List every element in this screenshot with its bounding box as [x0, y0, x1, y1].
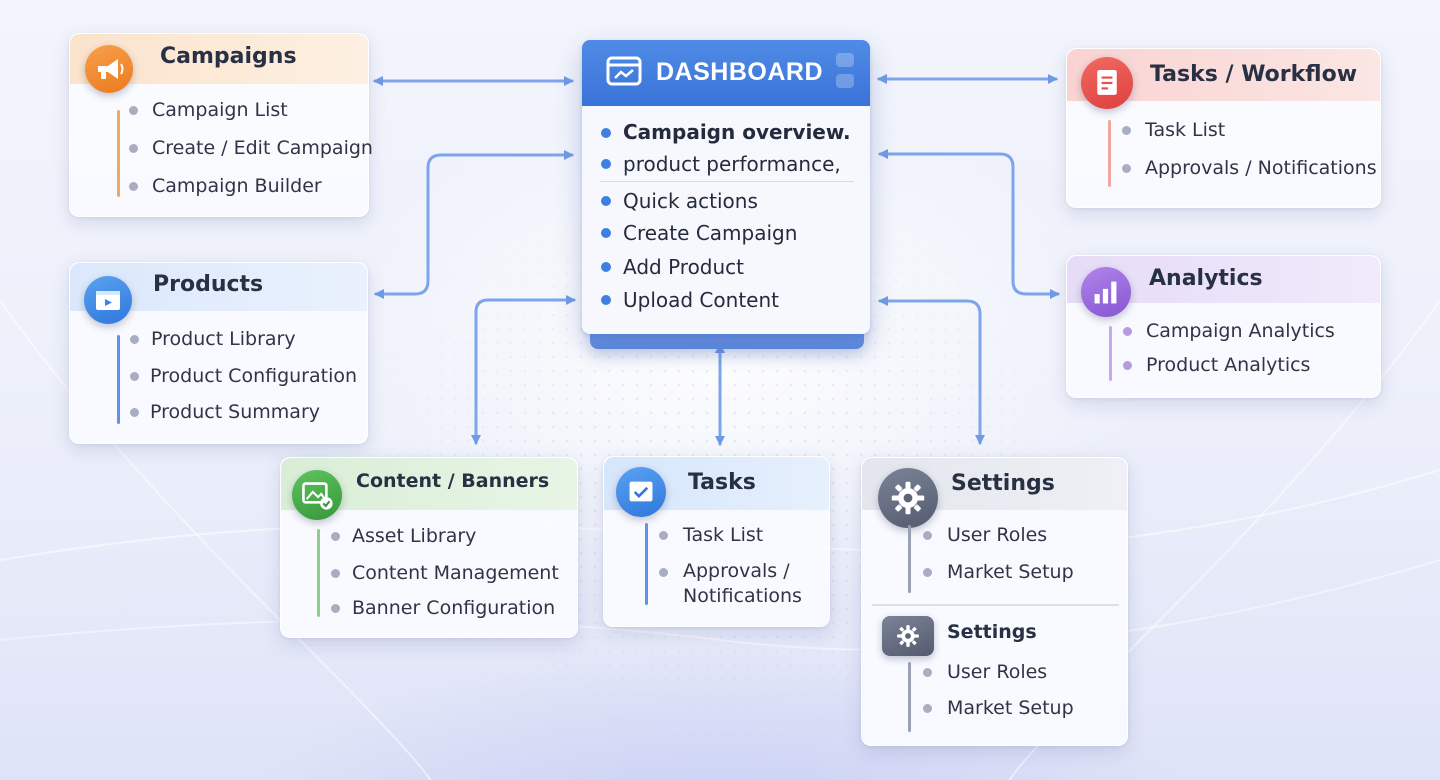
- user-roles-item[interactable]: User Roles: [947, 524, 1048, 546]
- list-bullet: [923, 668, 932, 677]
- products-card[interactable]: Products Product Library Product Configu…: [69, 262, 368, 444]
- analytics-accent-line: [1109, 326, 1112, 381]
- campaign-builder-item[interactable]: Campaign Builder: [152, 175, 322, 197]
- gear-icon: [882, 616, 934, 656]
- list-bullet: [659, 531, 668, 540]
- create-campaign-action[interactable]: Create Campaign: [623, 221, 798, 245]
- arrow-settings-dashboard: [878, 296, 985, 445]
- list-bullet: [601, 159, 611, 169]
- dashboard-header: DASHBOARD: [582, 40, 870, 106]
- list-bullet: [601, 128, 611, 138]
- arrow-content-dashboard: [471, 295, 576, 445]
- create-edit-campaign-item[interactable]: Create / Edit Campaign: [152, 137, 373, 159]
- asset-library-item[interactable]: Asset Library: [352, 525, 477, 547]
- dashboard-card[interactable]: DASHBOARD Campaign overview. product per…: [582, 40, 870, 334]
- list-bullet: [129, 144, 138, 153]
- tasks-card[interactable]: Tasks Task List Approvals / Notification…: [603, 456, 830, 627]
- tasks-workflow-card[interactable]: Tasks / Workflow Task List Approvals / N…: [1066, 48, 1381, 208]
- settings-card[interactable]: Settings User Roles Market Setup Setting…: [861, 457, 1128, 746]
- list-bullet: [130, 408, 139, 417]
- list-bullet: [601, 228, 611, 238]
- product-performance-item: product performance,: [623, 152, 841, 176]
- settings-sub-accent-line: [908, 662, 911, 732]
- settings-title: Settings: [951, 471, 1055, 496]
- list-bullet: [601, 196, 611, 206]
- market-setup-item[interactable]: Market Setup: [947, 561, 1074, 583]
- bar-chart-icon: [1081, 267, 1131, 317]
- products-title: Products: [153, 272, 264, 297]
- settings-sub-title: Settings: [947, 621, 1037, 643]
- tasks-workflow-title: Tasks / Workflow: [1150, 62, 1358, 87]
- content-accent-line: [317, 529, 320, 617]
- megaphone-icon: [85, 45, 133, 93]
- list-bullet: [601, 295, 611, 305]
- image-icon: [292, 470, 342, 520]
- analytics-title: Analytics: [1149, 266, 1263, 291]
- check-board-icon: [616, 467, 666, 517]
- workflow-task-list-item[interactable]: Task List: [1145, 119, 1226, 141]
- list-bullet: [923, 568, 932, 577]
- tasks-title: Tasks: [688, 470, 756, 495]
- task-list-item[interactable]: Task List: [683, 524, 764, 546]
- list-bullet: [331, 532, 340, 541]
- settings-divider: [872, 604, 1119, 606]
- list-bullet: [129, 182, 138, 191]
- product-analytics-item[interactable]: Product Analytics: [1146, 354, 1311, 376]
- tasks-accent-line: [645, 523, 648, 605]
- tasks-workflow-accent-line: [1108, 120, 1111, 187]
- list-bullet: [331, 569, 340, 578]
- folder-icon: [84, 276, 132, 324]
- dashboard-title: DASHBOARD: [656, 58, 823, 86]
- document-icon: [1081, 57, 1133, 109]
- campaigns-card[interactable]: Campaigns Campaign List Create / Edit Ca…: [69, 33, 373, 217]
- list-bullet: [331, 604, 340, 613]
- products-accent-line: [117, 335, 120, 424]
- list-bullet: [923, 704, 932, 713]
- add-product-action[interactable]: Add Product: [623, 255, 745, 279]
- list-bullet: [659, 568, 668, 577]
- banner-configuration-item[interactable]: Banner Configuration: [352, 597, 556, 619]
- dashboard-separator: [600, 181, 854, 182]
- approvals-item[interactable]: Approvals /: [683, 560, 790, 582]
- content-management-item[interactable]: Content Management: [352, 562, 559, 584]
- product-configuration-item[interactable]: Product Configuration: [150, 365, 358, 387]
- campaign-analytics-item[interactable]: Campaign Analytics: [1146, 320, 1335, 342]
- campaign-overview-item: Campaign overview.: [623, 120, 851, 144]
- list-bullet: [1122, 164, 1131, 173]
- analytics-card[interactable]: Analytics Campaign Analytics Product Ana…: [1066, 255, 1381, 398]
- campaigns-accent-line: [117, 110, 120, 197]
- workflow-approvals-item[interactable]: Approvals / Notifications: [1145, 157, 1377, 179]
- dashboard-header-decor: [836, 53, 854, 67]
- quick-actions-item: Quick actions: [623, 189, 758, 213]
- list-bullet: [601, 262, 611, 272]
- dashboard-window-icon: [606, 56, 642, 86]
- upload-content-action[interactable]: Upload Content: [623, 288, 779, 312]
- product-library-item[interactable]: Product Library: [151, 328, 296, 350]
- list-bullet: [130, 335, 139, 344]
- list-bullet: [1122, 126, 1131, 135]
- list-bullet: [923, 531, 932, 540]
- list-bullet: [1123, 361, 1132, 370]
- campaign-list-item[interactable]: Campaign List: [152, 99, 288, 121]
- sub-user-roles-item[interactable]: User Roles: [947, 661, 1048, 683]
- content-banners-title: Content / Banners: [356, 470, 550, 492]
- arrow-products-dashboard: [374, 150, 574, 299]
- list-bullet: [129, 106, 138, 115]
- list-bullet: [1123, 327, 1132, 336]
- notifications-item[interactable]: Notifications: [683, 585, 802, 607]
- settings-accent-line: [908, 525, 911, 593]
- product-summary-item[interactable]: Product Summary: [150, 401, 320, 423]
- arrow-dashboard-analytics: [878, 149, 1060, 299]
- dashboard-header-decor: [836, 74, 854, 88]
- campaigns-title: Campaigns: [160, 44, 297, 69]
- list-bullet: [130, 372, 139, 381]
- sub-market-setup-item[interactable]: Market Setup: [947, 697, 1074, 719]
- gear-icon: [878, 468, 938, 528]
- content-banners-card[interactable]: Content / Banners Asset Library Content …: [280, 457, 578, 638]
